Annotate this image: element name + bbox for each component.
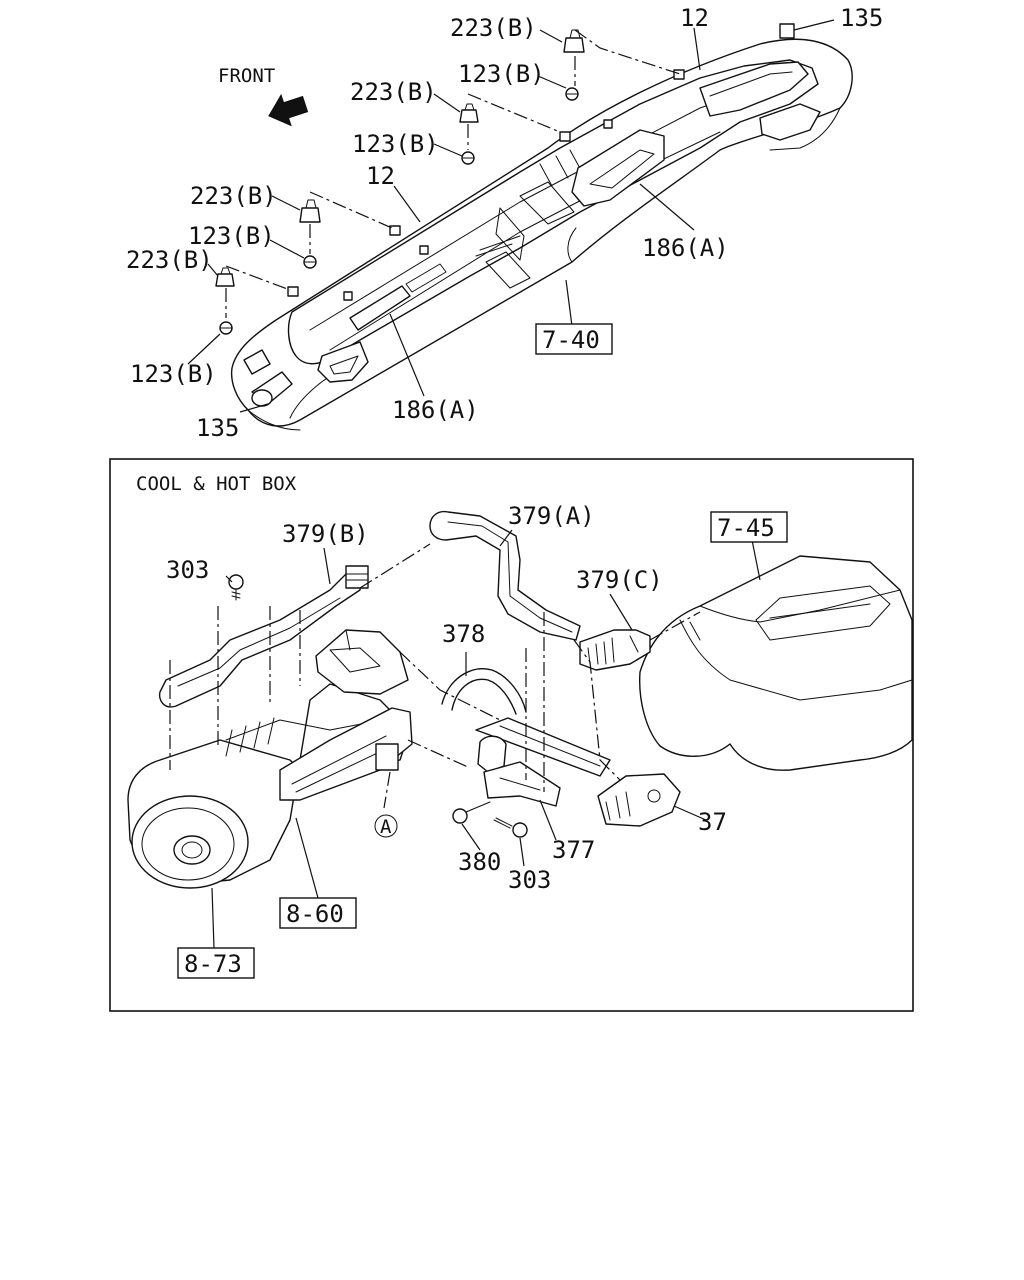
upper-duct-assembly: FRONT 223(B) 123(B) 223(B) 123(B) 223(B)… — [126, 4, 883, 442]
callout-a-circle — [374, 814, 398, 838]
callout-186a-2: 186(A) — [392, 396, 479, 424]
hose-378 — [451, 678, 517, 715]
callout-303-2: 303 — [508, 866, 551, 894]
ref-box-7-40 — [535, 323, 613, 355]
front-direction-label: FRONT — [218, 65, 275, 87]
ref-box-8-60 — [279, 897, 357, 929]
callout-223b-3: 223(B) — [190, 182, 277, 210]
callout-377: 377 — [552, 836, 595, 864]
clip-223b-parts — [215, 29, 585, 287]
duct-377 — [483, 761, 561, 807]
callout-123b-4: 123(B) — [130, 360, 217, 388]
screw-123b-parts — [219, 87, 579, 335]
callout-135-1: 135 — [840, 4, 883, 32]
callout-12-1: 12 — [680, 4, 709, 32]
ref-label-7-45: 7-45 — [717, 514, 775, 542]
screw-303-1 — [228, 574, 244, 601]
front-arrow-icon — [268, 93, 309, 127]
screw-380 — [452, 801, 491, 824]
console-body — [638, 555, 913, 771]
callout-135-2: 135 — [196, 414, 239, 442]
ref-label-7-40: 7-40 — [542, 326, 600, 354]
screw-303-2 — [493, 817, 528, 838]
callout-378: 378 — [442, 620, 485, 648]
ref-box-7-45 — [710, 511, 788, 543]
cool-hot-box-title: COOL & HOT BOX — [136, 473, 297, 495]
callout-123b-1: 123(B) — [458, 60, 545, 88]
callout-379a: 379(A) — [508, 502, 595, 530]
callout-223b-1: 223(B) — [450, 14, 537, 42]
callout-379c: 379(C) — [576, 566, 663, 594]
ref-label-8-60: 8-60 — [286, 900, 344, 928]
cool-hot-box-assembly: A 379(B) 379(A) 379(C) 303 378 37 377 38… — [127, 502, 913, 979]
callout-186a-1: 186(A) — [642, 234, 729, 262]
duct-37 — [597, 773, 681, 827]
callout-303-1: 303 — [166, 556, 209, 584]
callout-123b-2: 123(B) — [352, 130, 439, 158]
callout-223b-4: 223(B) — [126, 246, 213, 274]
callout-380: 380 — [458, 848, 501, 876]
callout-123b-3: 123(B) — [188, 222, 275, 250]
callout-12-2: 12 — [366, 162, 395, 190]
cool-hot-box-frame — [109, 458, 914, 1012]
callout-37: 37 — [698, 808, 727, 836]
duct-379a — [429, 510, 581, 641]
callout-223b-2: 223(B) — [350, 78, 437, 106]
ref-label-8-73: 8-73 — [184, 950, 242, 978]
ref-box-8-73 — [177, 947, 255, 979]
callout-379b: 379(B) — [282, 520, 369, 548]
callout-a: A — [380, 816, 392, 838]
